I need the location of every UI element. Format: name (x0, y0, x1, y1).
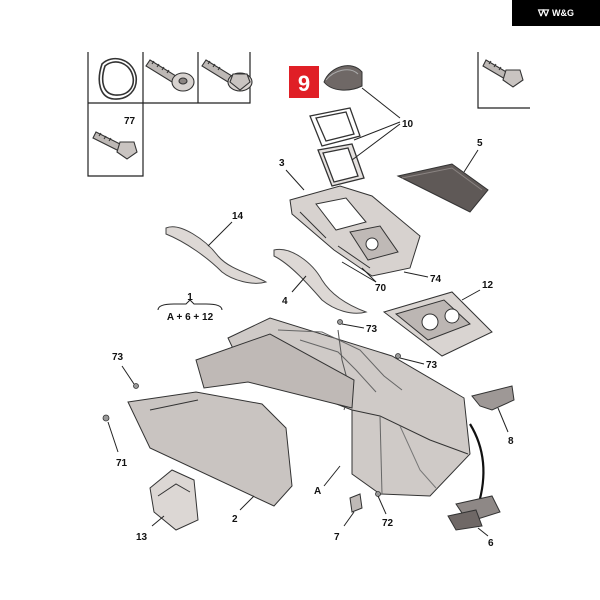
clip-73c (133, 383, 139, 389)
leader-14 (207, 221, 233, 247)
label-73a: 73 (366, 324, 378, 335)
leader-7 (343, 511, 355, 527)
bolt-right-icon (482, 59, 524, 88)
label-2: 2 (232, 514, 238, 525)
part-9-highlight: 9 (289, 66, 319, 98)
label-9: 9 (298, 71, 310, 96)
leader-73c (121, 365, 135, 385)
leader-12 (461, 289, 481, 301)
bezel-frame-lower (317, 143, 365, 187)
label-71: 71 (116, 458, 128, 469)
label-12: 12 (482, 280, 494, 291)
label-70: 70 (375, 283, 387, 294)
label-10: 10 (402, 119, 414, 130)
label-6: 6 (488, 538, 494, 549)
seal-ring-icon (98, 57, 138, 100)
leader-A (323, 465, 341, 487)
label-73b: 73 (426, 360, 438, 371)
label-1: 1 (187, 292, 193, 303)
leader-4 (291, 275, 307, 293)
upper-console-trim (289, 185, 421, 277)
side-trim-strip-4 (273, 248, 368, 314)
storage-mat (396, 163, 489, 213)
brand-logo-mark: ∇∇ (537, 7, 549, 18)
side-panel-2 (127, 391, 293, 507)
leader-72 (377, 495, 387, 515)
label-A: A (314, 486, 321, 497)
arrow-arc-6 (469, 423, 485, 507)
leader-74 (403, 271, 429, 278)
bracket-6 (447, 495, 501, 531)
label-13: 13 (136, 532, 148, 543)
bracket-8 (471, 385, 515, 411)
brand-logo: ∇∇ W&G (512, 0, 600, 26)
leader-73b (399, 357, 425, 365)
leader-10 (351, 87, 401, 161)
bezel-frame-upper (309, 107, 361, 147)
side-panel-rear (195, 333, 355, 409)
label-4: 4 (282, 296, 288, 307)
fastener-grid (87, 52, 251, 177)
label-14: 14 (232, 211, 244, 222)
cupholder-tray (382, 291, 493, 357)
label-73c: 73 (112, 352, 124, 363)
label-3: 3 (279, 158, 285, 169)
leader-6 (477, 527, 489, 537)
flange-bolt-icon (201, 59, 253, 92)
screw-72 (375, 491, 381, 497)
label-77: 77 (124, 116, 136, 127)
leader-3 (285, 169, 305, 191)
fastener-box-right (477, 52, 530, 109)
label-7: 7 (334, 532, 340, 543)
label-74: 74 (430, 274, 442, 285)
leader-2 (239, 495, 255, 511)
leader-73a (341, 323, 365, 329)
label-72: 72 (382, 518, 394, 529)
group-1-assembly: 1 A + 6 + 12 (157, 292, 223, 323)
formula-label: A + 6 + 12 (167, 312, 214, 323)
side-trim-strip-14 (165, 226, 268, 284)
screw-icon (145, 59, 195, 92)
bolt-77-icon (92, 131, 138, 160)
brace (157, 299, 223, 311)
clip-73b (395, 353, 401, 359)
label-8: 8 (508, 436, 514, 447)
gear-knob-icon (323, 65, 363, 91)
leader-13 (151, 515, 165, 527)
brand-logo-text: W&G (552, 8, 575, 18)
leader-8 (497, 407, 509, 433)
leader-71 (107, 421, 119, 453)
clip-71 (102, 414, 110, 422)
leader-5 (463, 149, 479, 173)
label-5: 5 (477, 138, 483, 149)
small-cover-7 (349, 493, 363, 513)
leader-70 (341, 261, 377, 283)
air-duct-13 (149, 469, 199, 531)
clip-73a (337, 319, 343, 325)
